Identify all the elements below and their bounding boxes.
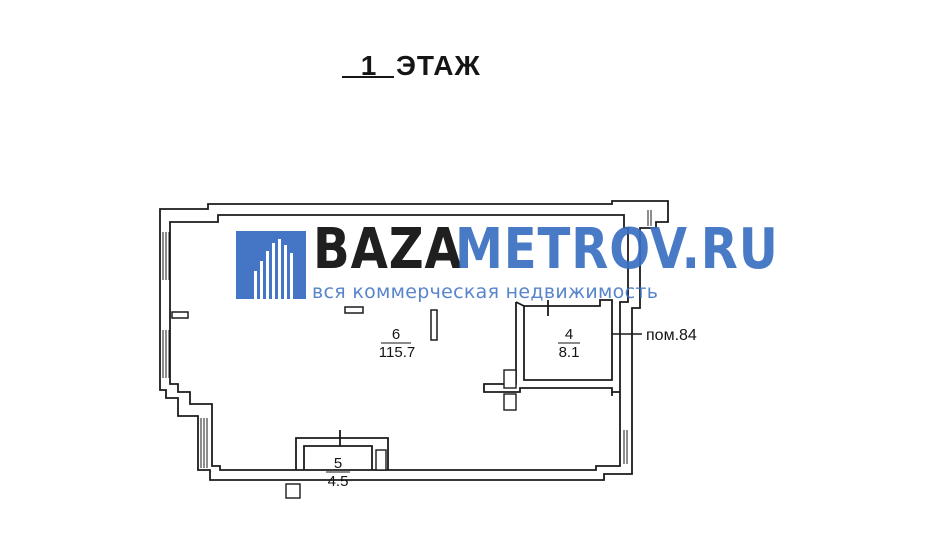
- window-hatches: [162, 210, 652, 468]
- floor-number: 1: [360, 50, 378, 81]
- room-4-id: 4: [565, 326, 573, 343]
- watermark-brand-part2: METROV.RU: [455, 217, 779, 282]
- watermark-tagline: вся коммерческая недвижимость: [312, 281, 659, 303]
- door-stubs-room-5: [285, 449, 387, 499]
- watermark-logo-icon: [236, 231, 306, 299]
- floor-label: ЭТАЖ: [396, 50, 481, 81]
- watermark-brand-part1: BAZA: [313, 217, 463, 282]
- inner-wall: [169, 214, 629, 471]
- floor-number-underline: [342, 76, 394, 78]
- column-marker: [344, 306, 364, 314]
- adjacent-room-label: пом.84: [646, 327, 697, 344]
- wall-stub-left: [171, 311, 189, 319]
- room-4-area: 8.1: [559, 344, 580, 361]
- room-5-area: 4.5: [328, 473, 349, 490]
- room-5-walls: [295, 430, 389, 470]
- room-6-id: 6: [392, 326, 400, 343]
- room-5-id: 5: [334, 455, 342, 472]
- door-stubs-room-4: [503, 369, 517, 411]
- room-6-area: 115.7: [379, 344, 415, 361]
- column-marker-vertical: [430, 309, 438, 341]
- outer-wall: [159, 200, 669, 481]
